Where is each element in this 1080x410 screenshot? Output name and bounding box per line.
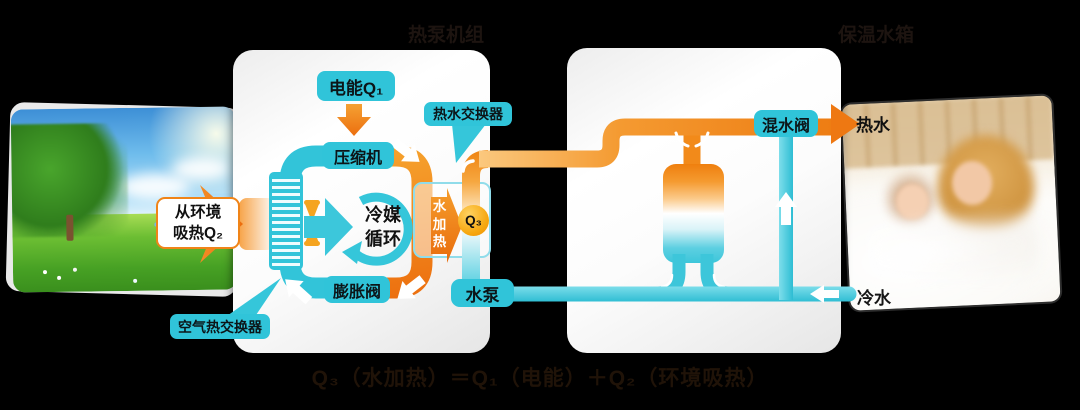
- air-heat-exchanger-label: 空气热交换器: [170, 314, 270, 339]
- water-tank-unit-box: [567, 48, 841, 353]
- expansion-valve-label: 膨胀阀: [324, 276, 390, 303]
- environment-heat-label: 从环境 吸热Q₂: [156, 197, 240, 249]
- environment-heat-line2: 吸热Q₂: [173, 225, 223, 242]
- compressor-label: 压缩机: [322, 142, 394, 169]
- unit2-title: 保温水箱: [838, 25, 915, 46]
- electric-energy-label: 电能Q₁: [317, 71, 395, 101]
- tree-trunk: [65, 214, 74, 241]
- energy-formula: Q₃（水加热）＝Q₁（电能）＋Q₂（环境吸热）: [311, 367, 769, 390]
- refrigerant-cycle-label: 冷媒 循环: [352, 203, 414, 251]
- q3-badge: Q₃: [458, 205, 489, 236]
- cold-water-label: 冷水: [857, 289, 891, 308]
- environment-heat-line1: 从环境: [174, 204, 222, 221]
- water-pump-label: 水泵: [451, 279, 514, 307]
- water-heating-label: 水加热: [432, 199, 447, 249]
- water-heat-exchanger-label: 热水交换器: [424, 102, 512, 126]
- mixing-valve-label: 混水阀: [754, 110, 818, 137]
- refrigerant-line2: 循环: [365, 229, 401, 249]
- hot-water-label: 热水: [856, 116, 890, 135]
- flowers: [42, 270, 48, 275]
- white-shirts: [867, 211, 1039, 290]
- air-heat-exchanger-coil: [269, 172, 303, 270]
- refrigerant-line1: 冷媒: [365, 205, 401, 225]
- unit1-title: 热泵机组: [408, 25, 485, 46]
